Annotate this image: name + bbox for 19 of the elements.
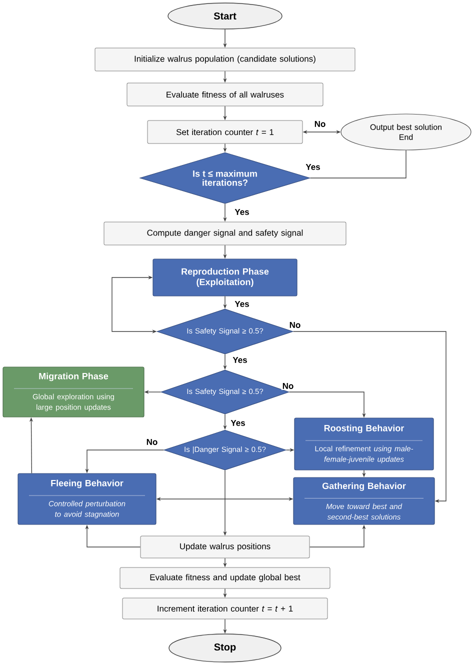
edge-label: Yes: [234, 208, 250, 216]
process-box: Set iteration counter t = 1: [147, 120, 303, 144]
edge-label: Yes: [230, 419, 246, 427]
process-box: Evaluate fitness of all walruses: [126, 82, 324, 106]
process-box: Update walrus positions: [140, 536, 310, 558]
process-box: Evaluate fitness and update global best: [120, 567, 330, 589]
process-box: Initialize walrus population (candidate solutions): [94, 48, 356, 72]
edge-label: No: [281, 382, 295, 390]
edge-label: Yes: [234, 300, 250, 308]
process-box: Increment iteration counter t = t + 1: [122, 598, 328, 620]
phase-box: Reproduction Phase (Exploitation): [152, 258, 298, 296]
terminal-oval: Start: [168, 2, 282, 30]
terminal-oval: Stop: [168, 634, 282, 662]
arrow: [292, 331, 446, 503]
edge-label: No: [313, 120, 327, 128]
terminal-oval: Output best solution End: [340, 114, 472, 150]
process-box: Compute danger signal and safety signal: [104, 222, 346, 246]
edge-label: Yes: [232, 356, 248, 364]
edge-label: No: [145, 438, 159, 446]
